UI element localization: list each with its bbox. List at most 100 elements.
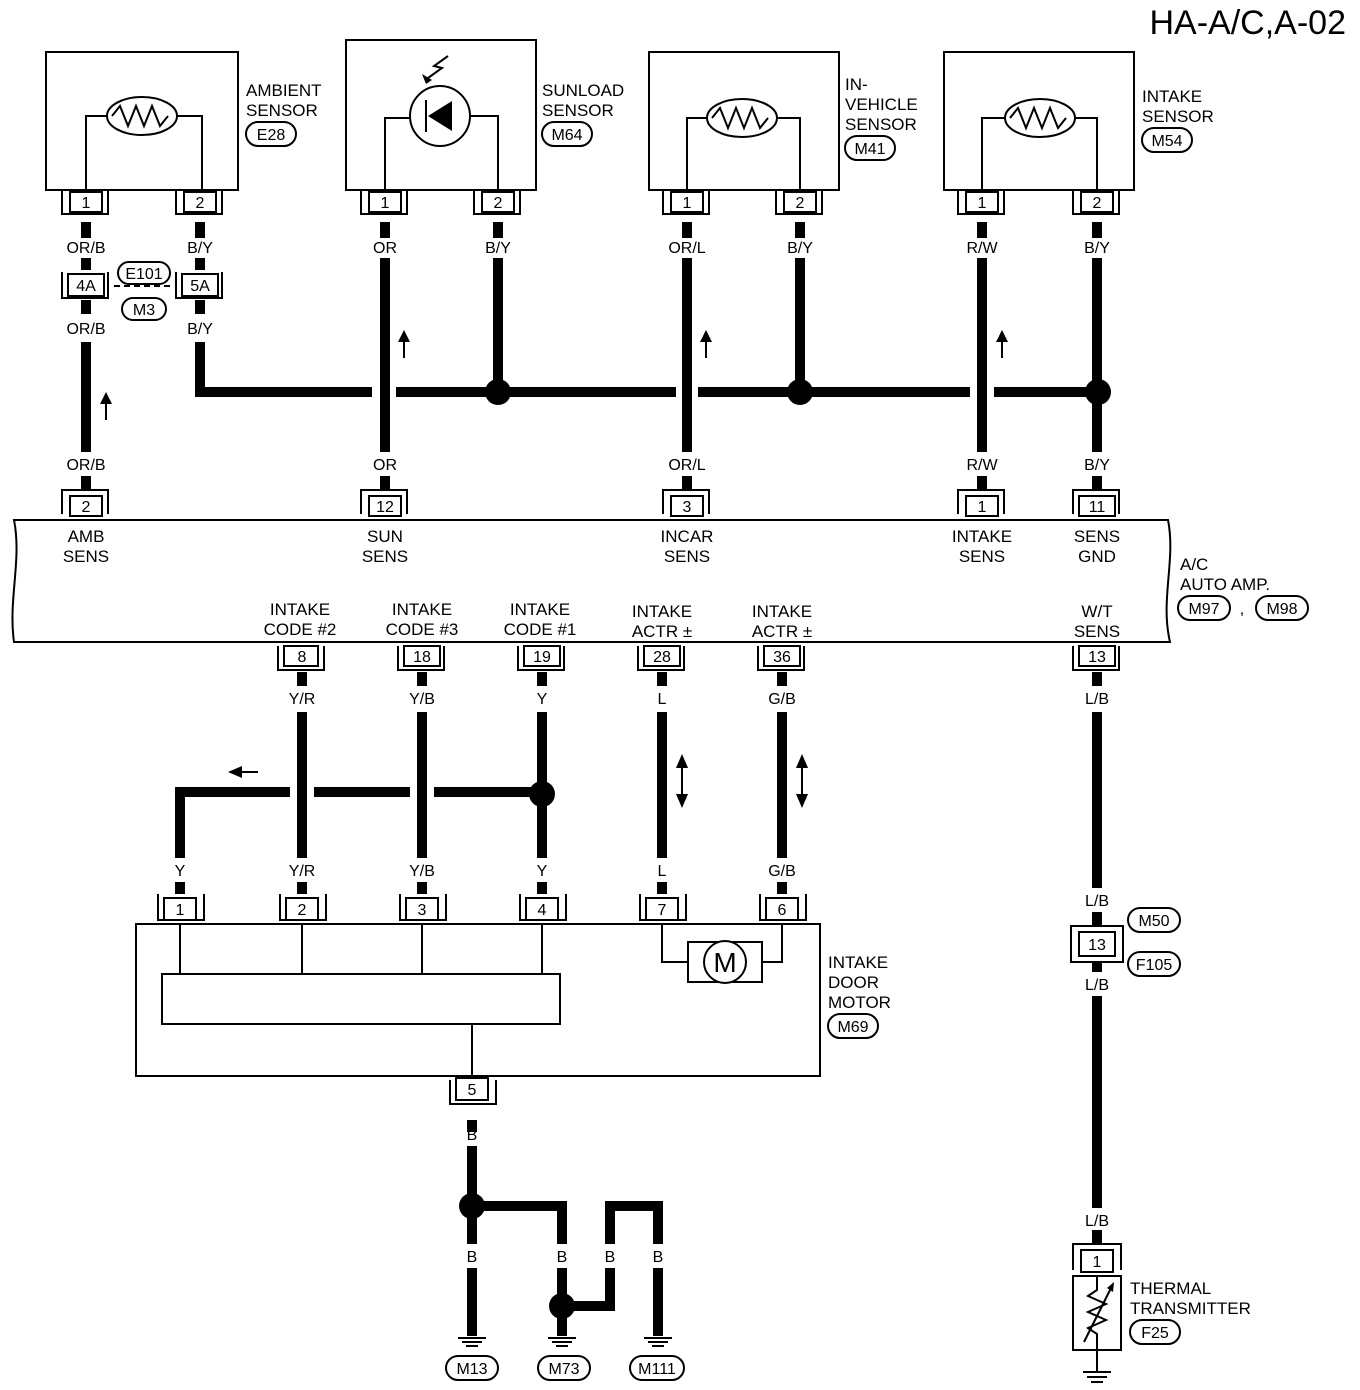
connector-pin: 2	[1072, 190, 1120, 215]
arrow-up-icon	[700, 330, 712, 358]
connector-badge	[1141, 127, 1193, 153]
splice-dot	[1085, 379, 1111, 405]
connector-pin: 1	[662, 190, 710, 215]
terminal-label: INTAKE	[392, 600, 452, 619]
wire-color-label: R/W	[966, 457, 998, 474]
connector-badge	[1127, 907, 1181, 933]
grounds: B B B B M13 M73 M111	[445, 1249, 685, 1381]
wire-color-label: L/B	[1085, 691, 1109, 708]
svg-text:,: ,	[1240, 601, 1244, 618]
component-label: AMBIENT	[246, 81, 322, 100]
connector-pin: 2	[473, 190, 521, 215]
wire-color-label: OR	[373, 240, 397, 257]
component-label: SUNLOAD	[542, 81, 624, 100]
pin-number: 13	[1088, 937, 1106, 954]
svg-text:M69: M69	[837, 1019, 868, 1036]
component-label: TRANSMITTER	[1130, 1299, 1251, 1318]
svg-text:1: 1	[978, 195, 987, 212]
arrow-up-icon	[100, 392, 112, 420]
thermistor-icon	[106, 96, 178, 136]
wire-color-label: G/B	[768, 863, 796, 880]
pin-number: 8	[298, 649, 307, 666]
svg-text:M: M	[713, 947, 736, 978]
terminal-label: GND	[1078, 547, 1116, 566]
connector-badge	[1127, 951, 1181, 977]
svg-text:2: 2	[494, 195, 503, 212]
svg-text:1: 1	[82, 195, 91, 212]
component-label: INTAKE	[828, 953, 888, 972]
wire-color-label: B/Y	[1084, 457, 1110, 474]
component-label: IN-	[845, 75, 868, 94]
wire-color-label: B	[605, 1249, 616, 1266]
connector-badge	[245, 121, 297, 147]
svg-text:5A: 5A	[190, 278, 210, 295]
connector-badge	[541, 121, 593, 147]
mid-connector: L/B 13 L/B M50 F105	[1070, 893, 1181, 994]
terminal-label: INTAKE	[752, 602, 812, 621]
terminal-label: SENS	[63, 547, 109, 566]
wire-color-label: L/B	[1085, 977, 1109, 994]
wire-color-label: B	[467, 1249, 478, 1266]
component-label: SENSOR	[1142, 107, 1214, 126]
svg-text:2: 2	[196, 195, 205, 212]
thermistor-icon	[706, 98, 778, 138]
svg-text:2: 2	[1093, 195, 1102, 212]
ground-badge	[629, 1355, 685, 1381]
wire-color-label: OR/L	[668, 457, 705, 474]
pin-number: 5	[468, 1082, 477, 1099]
ground-badge	[537, 1355, 591, 1381]
page-title: HA-A/C,A-02	[1150, 4, 1347, 42]
svg-text:2: 2	[796, 195, 805, 212]
pin-number: 4	[538, 902, 547, 919]
terminal-label: W/T	[1081, 602, 1112, 621]
intake-sensor: 1 2 INTAKE SENSOR M54	[943, 51, 1214, 215]
sunload-sensor: 1 2 SUNLOAD SENSOR M64	[345, 39, 624, 215]
connector-pin: 1	[360, 190, 408, 215]
svg-text:M97: M97	[1188, 601, 1219, 618]
component-label: INTAKE	[1142, 87, 1202, 106]
connector-badge	[827, 1013, 879, 1039]
terminal-label: INTAKE	[632, 602, 692, 621]
pin-number: 1	[176, 902, 185, 919]
wire-color-label: Y/R	[289, 863, 316, 880]
wire-color-label: B/Y	[787, 240, 813, 257]
wire-color-label: B	[653, 1249, 664, 1266]
wire-color-label: Y/R	[289, 691, 316, 708]
pin-number: 12	[376, 499, 394, 516]
wire-color-label: B/Y	[187, 321, 213, 338]
motor-control-board	[161, 973, 561, 1025]
pin-number: 3	[418, 902, 427, 919]
terminal-label: INCAR	[661, 527, 714, 546]
svg-text:M64: M64	[551, 127, 582, 144]
svg-text:F25: F25	[1141, 1325, 1169, 1342]
component-label: MOTOR	[828, 993, 891, 1012]
splice-dot	[485, 379, 511, 405]
intake-door-motor: Y Y/R Y/B Y L G/B M 1 2 3 4 7	[135, 863, 891, 1144]
wire-color-label: B	[467, 1127, 478, 1144]
wire-color-label: B/Y	[485, 240, 511, 257]
joint-connector: 4A 5A E101 M3	[61, 261, 223, 321]
terminal-label: SUN	[367, 527, 403, 546]
thermistor-icon	[1004, 98, 1076, 138]
terminal-label: INTAKE	[952, 527, 1012, 546]
wire-color-label: OR	[373, 457, 397, 474]
wire-color-label: B/Y	[1084, 240, 1110, 257]
thermal-transmitter: L/B 1 THERMAL TRANSMITTER F25	[1072, 1213, 1251, 1383]
pin-number: 7	[658, 902, 667, 919]
wire-color-label: Y/B	[409, 863, 435, 880]
thermistor-icon	[1083, 1276, 1114, 1350]
pin-number: 2	[298, 902, 307, 919]
svg-text:M41: M41	[854, 141, 885, 158]
connector-badge	[844, 135, 896, 161]
splice-dot	[787, 379, 813, 405]
splice-dot	[459, 1193, 485, 1219]
wire-color-label: Y	[537, 691, 548, 708]
terminal-label: SENS	[1074, 622, 1120, 641]
terminal-label: SENS	[362, 547, 408, 566]
svg-text:1: 1	[381, 195, 390, 212]
svg-text:M50: M50	[1138, 913, 1169, 930]
terminal-label: ACTR ±	[632, 622, 692, 641]
wire-color-label: OR/B	[66, 321, 105, 338]
terminal-label: SENS	[1074, 527, 1120, 546]
component-label: SENSOR	[845, 115, 917, 134]
